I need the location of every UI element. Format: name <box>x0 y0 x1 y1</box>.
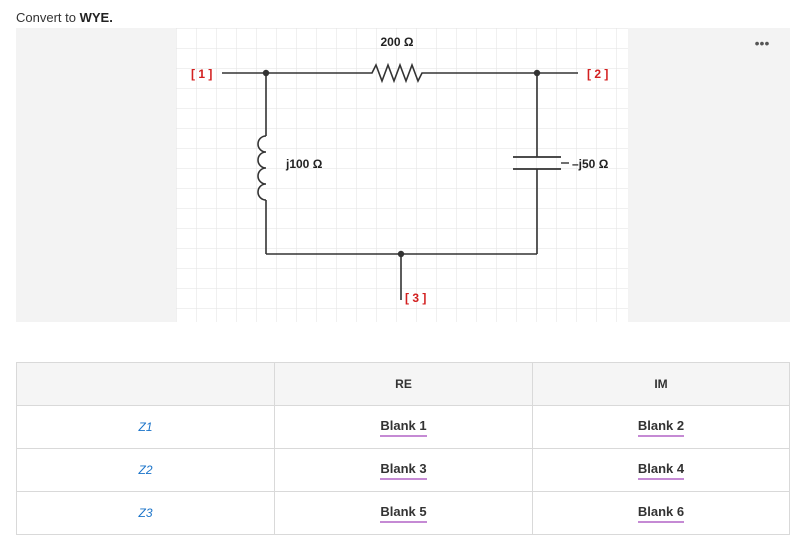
capacitor-label: –j50 Ω <box>572 157 609 171</box>
header-re: RE <box>274 362 533 406</box>
circuit-diagram: 200 Ω j100 Ω –j50 Ω [ 1 ] [ 2 ] [ 3 ] <box>176 28 628 322</box>
blank-6-field[interactable]: Blank 6 <box>637 504 685 523</box>
blank-2-field[interactable]: Blank 2 <box>637 418 685 437</box>
table-row: Z3 Blank 5 Blank 6 <box>16 491 790 535</box>
wires <box>222 72 578 300</box>
cell-z3-im: Blank 6 <box>532 491 790 535</box>
more-options-icon[interactable]: ••• <box>754 35 770 51</box>
cell-z2-re: Blank 3 <box>274 448 533 492</box>
node-3-label: [ 3 ] <box>405 291 426 305</box>
blank-1-field[interactable]: Blank 1 <box>380 418 427 437</box>
table-row: Z1 Blank 1 Blank 2 <box>16 405 790 449</box>
resistor-symbol <box>366 62 428 84</box>
question-prompt: Convert to WYE. <box>16 10 113 25</box>
table-row: Z2 Blank 3 Blank 4 <box>16 448 790 492</box>
row-label-z2: Z2 <box>16 448 275 492</box>
inductor-symbol <box>257 135 267 201</box>
cell-z1-re: Blank 1 <box>274 405 533 449</box>
prompt-text: Convert to <box>16 10 80 25</box>
cell-z3-re: Blank 5 <box>274 491 533 535</box>
capacitor-symbol <box>513 156 561 170</box>
table-header-row: RE IM <box>16 362 790 406</box>
blank-5-field[interactable]: Blank 5 <box>380 504 427 523</box>
answer-table: RE IM Z1 Blank 1 Blank 2 Z2 Blank 3 Blan… <box>16 362 790 535</box>
node-1-label: [ 1 ] <box>191 67 212 81</box>
header-im: IM <box>532 362 790 406</box>
cell-z2-im: Blank 4 <box>532 448 790 492</box>
resistor-label: 200 Ω <box>381 35 414 49</box>
blank-3-field[interactable]: Blank 3 <box>380 461 427 480</box>
grid-lines <box>176 28 628 322</box>
junction-dot-bottom <box>397 250 405 258</box>
node-2-label: [ 2 ] <box>587 67 608 81</box>
junction-dot-left <box>262 69 270 77</box>
prompt-bold-text: WYE. <box>79 10 113 25</box>
blank-4-field[interactable]: Blank 4 <box>637 461 685 480</box>
row-label-z1: Z1 <box>16 405 275 449</box>
junction-dot-right <box>533 69 541 77</box>
row-label-z3: Z3 <box>16 491 275 535</box>
cell-z1-im: Blank 2 <box>532 405 790 449</box>
circuit-figure: 200 Ω j100 Ω –j50 Ω [ 1 ] [ 2 ] [ 3 ] ••… <box>16 28 790 322</box>
inductor-label: j100 Ω <box>285 157 323 171</box>
header-empty <box>16 362 275 406</box>
